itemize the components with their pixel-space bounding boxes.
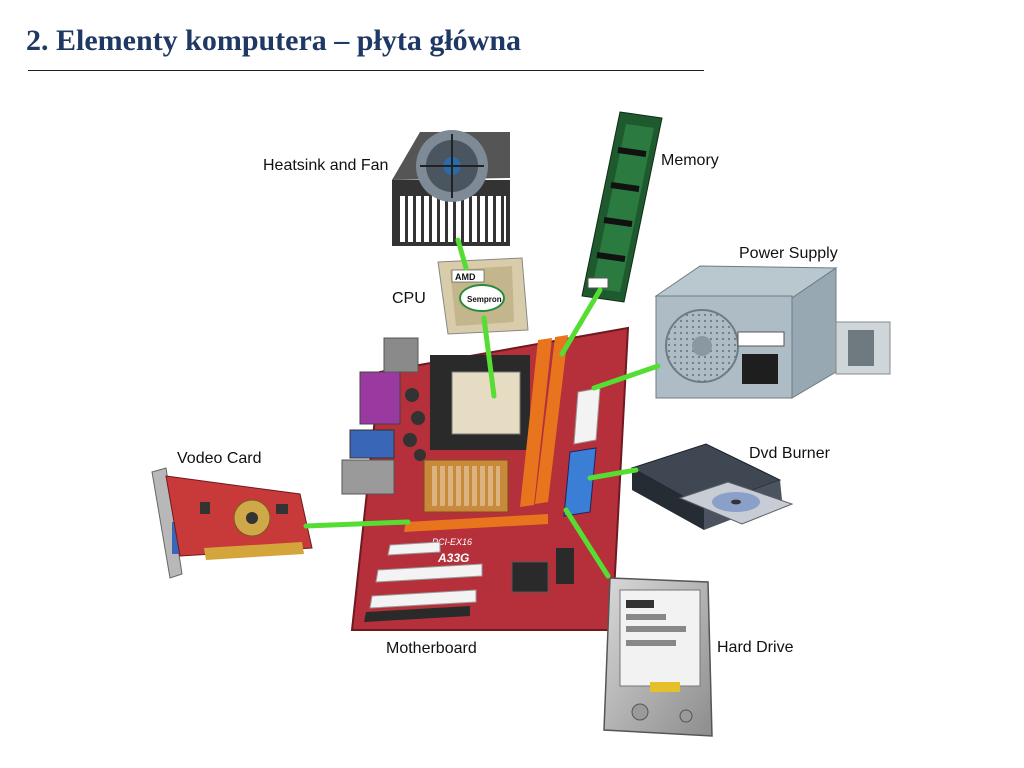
board-model-text: A33G bbox=[437, 551, 469, 565]
connector-memory-slot bbox=[559, 287, 603, 357]
connector-hard-drive bbox=[563, 507, 611, 579]
title-divider bbox=[28, 70, 704, 71]
label-cpu: CPU bbox=[392, 290, 426, 307]
label-video-card: Vodeo Card bbox=[177, 450, 262, 467]
board-slot-text: PCI-EX16 bbox=[432, 537, 472, 547]
video-card-image bbox=[151, 467, 313, 579]
label-memory: Memory bbox=[661, 152, 719, 169]
power-supply-image bbox=[654, 265, 891, 399]
cpu-image: AMD Sempron bbox=[437, 257, 529, 335]
connector-power-supply bbox=[591, 363, 661, 391]
label-power-supply: Power Supply bbox=[739, 245, 838, 262]
slide-title: 2. Elementy komputera – płyta główna bbox=[26, 24, 521, 57]
cpu-model-text: Sempron bbox=[467, 295, 502, 304]
heatsink-fan-image bbox=[392, 130, 510, 246]
connector-dvd-burner bbox=[587, 467, 639, 481]
connector-lines bbox=[303, 237, 661, 579]
label-heatsink-fan: Heatsink and Fan bbox=[263, 157, 388, 174]
cpu-brand-text: AMD bbox=[455, 272, 476, 282]
connector-cpu-socket bbox=[481, 315, 497, 399]
connector-video-card bbox=[303, 519, 411, 529]
label-hard-drive: Hard Drive bbox=[717, 639, 794, 656]
hard-drive-image bbox=[603, 577, 713, 737]
motherboard-image: PCI-EX16 A33G bbox=[341, 326, 630, 631]
label-motherboard: Motherboard bbox=[386, 640, 477, 657]
connector-heatsink-cpu bbox=[455, 237, 469, 271]
label-dvd-burner: Dvd Burner bbox=[749, 445, 831, 462]
memory-image bbox=[581, 111, 663, 303]
dvd-burner-image bbox=[630, 443, 794, 530]
